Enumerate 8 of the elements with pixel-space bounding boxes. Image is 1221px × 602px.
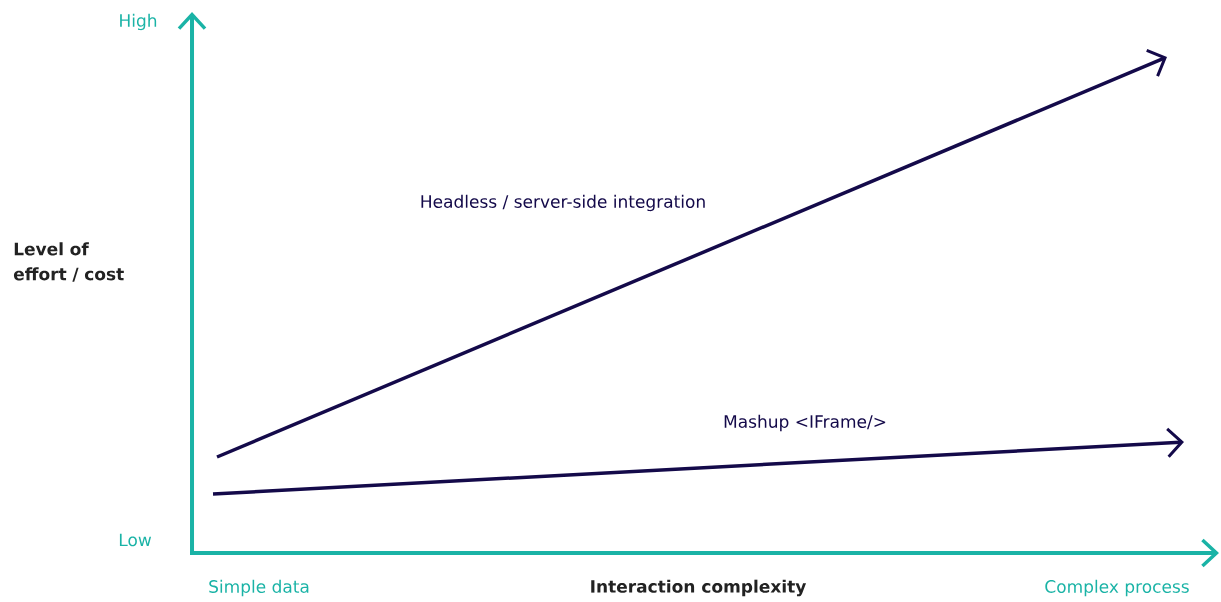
axis-title: Interaction complexity xyxy=(591,579,807,597)
line-label: Headless / server-side integration xyxy=(421,194,705,212)
axis-label: High xyxy=(120,13,157,31)
axis-label: Low xyxy=(119,533,152,547)
axis-label: Simple data xyxy=(209,579,309,597)
axis-label: Complex process xyxy=(1045,579,1189,597)
axis-title: Level of effort / cost xyxy=(13,242,124,282)
line-label: Mashup <IFrame/> xyxy=(724,414,886,432)
